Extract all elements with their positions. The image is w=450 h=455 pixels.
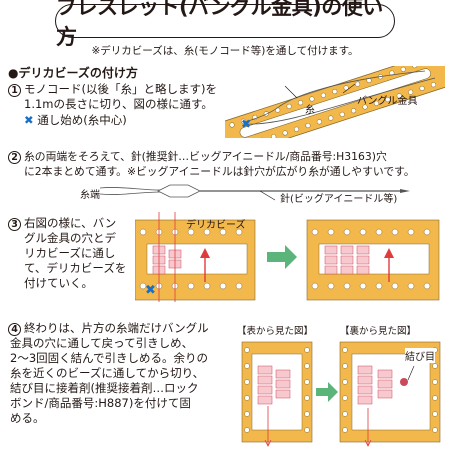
label-thread-end: 糸端 [80,190,100,201]
step-3-line2: グル金具の穴とデ [24,231,116,245]
step-4-number: 4 [8,323,21,336]
step-4-line5: 結び目に接着剤(推奨接着剤…ロック [10,381,199,395]
step-3-number: 3 [8,218,21,231]
step-4-line1: 終わりは、片方の糸端だけバングル [24,321,209,335]
step-2-text-line2: に2本まとめて通す。※ビッグアイニードルは針穴が広がり糸が通しやすいです。 [24,165,415,178]
step-4-line7: める。 [10,411,45,425]
step-4-line4: 糸を近くのビーズに通してから切り、 [10,366,205,380]
step-1-text-line2: 1.1mの長さに切り、図の様に通す。 [24,97,213,111]
step-3-line1: 右図の様に、バン [24,216,117,230]
step-1-number: 1 [8,84,21,97]
step-3-line5: 付けていく。 [24,276,93,290]
step-1-bangle-illustration: ✖ [225,66,445,138]
step-3-line4: て、デリカビーズを [24,261,127,275]
label-needle: 針(ビッグアイニードル等) [280,194,398,205]
svg-text:✖: ✖ [145,283,156,298]
subtitle-note: ※デリカビーズは、糸(モノコード等)を通して付けます。 [91,45,359,57]
step-4-line2: 金具の穴に通して戻って引きしめ、 [10,336,194,350]
label-bangle: バングル金具 [357,96,418,107]
caption-back-view: 【裏から見た図】 [340,326,417,337]
step-3-line3: リカビーズに通し [24,246,116,260]
step-1-note: ✖ 通し始め(糸中心) [24,113,127,128]
step-2-number: 2 [8,151,21,164]
label-knot: 結び目 [405,348,435,363]
step-1-text-line1: モノコード(以後「糸」と略します)を [24,82,217,96]
step-4-line3: 2～3回固く結んで引きしめる。余りの [10,351,209,365]
step-3-illustration: ✖ [135,212,440,302]
needle-illustration [100,184,410,201]
step-2-text-line1: 糸の両端をそろえて、針(推奨針…ビッグアイニードル/商品番号:H3163)穴 [24,150,387,163]
svg-text:✖: ✖ [241,117,251,131]
x-mark-icon: ✖ [24,113,34,127]
step-1-note-text: 通し始め(糸中心) [37,113,127,127]
step-4-illustration [241,341,441,447]
step-4-line6: ボンド/商品番号:H887)を付けて固 [10,396,191,410]
section-heading: ●デリカビーズの付け方 [8,66,138,80]
label-thread: 糸 [305,105,315,116]
caption-front-view: 【表から見た図】 [237,326,314,337]
page-title: ブレスレット(バングル金具)の使い方 [55,0,395,49]
label-delica-beads: デリカビーズ [186,220,246,231]
